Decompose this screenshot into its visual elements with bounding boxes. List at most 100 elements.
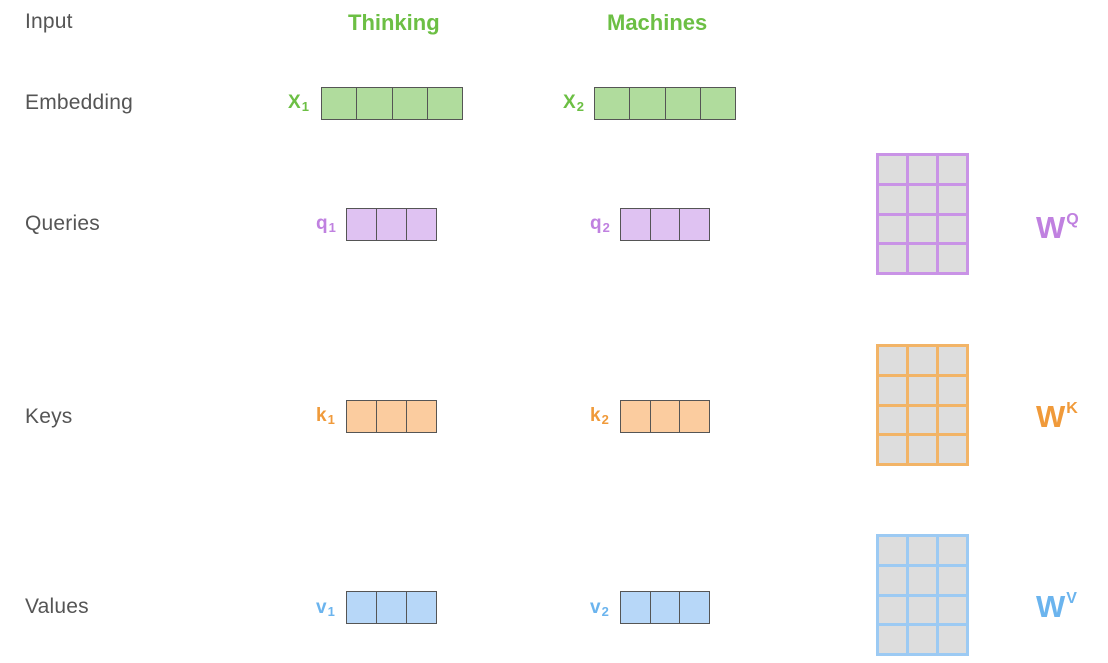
x1-vector (321, 87, 463, 120)
matrix-cell (909, 537, 936, 564)
vector-cell (347, 592, 377, 623)
vector-cell (621, 592, 651, 623)
q2-subscript: 2 (602, 220, 610, 235)
matrix-cell (909, 245, 936, 272)
q1-letter: q (316, 213, 328, 234)
matrix-cell (879, 245, 906, 272)
x2-subscript: 2 (576, 99, 584, 114)
matrix-cell (909, 347, 936, 374)
matrix-cell (939, 347, 966, 374)
matrix-cell (879, 156, 906, 183)
v1-subscript: 1 (327, 604, 335, 619)
k2-letter: k (590, 405, 601, 426)
wk-letter: W (1036, 399, 1066, 434)
matrix-cell (879, 596, 906, 624)
matrix-cell (879, 215, 906, 243)
q2-letter: q (590, 213, 602, 234)
k2-vector (620, 400, 710, 433)
matrix-cell (939, 156, 966, 183)
q1-vector (346, 208, 437, 241)
x2-vector (594, 87, 736, 120)
vector-cell (407, 592, 436, 623)
q1-label: q1 (316, 213, 336, 235)
matrix-cell (909, 596, 936, 624)
vector-cell (377, 401, 407, 432)
input-word-thinking: Thinking (348, 10, 440, 35)
matrix-cell (879, 406, 906, 434)
row-label-values: Values (25, 595, 89, 618)
input-word-machines: Machines (607, 10, 708, 35)
wk-label: WK (1036, 399, 1078, 434)
matrix-cell (879, 436, 906, 463)
q2-vector (620, 208, 710, 241)
matrix-cell (879, 376, 906, 404)
matrix-cell (939, 245, 966, 272)
wq-letter: W (1036, 210, 1066, 245)
vector-cell (680, 401, 709, 432)
row-label-embedding: Embedding (25, 91, 134, 114)
k1-vector (346, 400, 437, 433)
matrix-cell (909, 566, 936, 594)
x2-label: X2 (563, 92, 584, 114)
matrix-cell (909, 436, 936, 463)
vector-cell (651, 592, 681, 623)
wk-matrix (876, 344, 969, 466)
matrix-cell (879, 537, 906, 564)
k1-label: k1 (316, 405, 335, 427)
vector-cell (322, 88, 358, 119)
wq-superscript: Q (1066, 211, 1079, 228)
matrix-cell (939, 185, 966, 213)
vector-cell (651, 401, 681, 432)
wv-matrix (876, 534, 969, 656)
v2-letter: v (590, 597, 601, 618)
matrix-cell (879, 566, 906, 594)
matrix-cell (939, 406, 966, 434)
matrix-cell (939, 376, 966, 404)
wq-label: WQ (1036, 210, 1079, 245)
matrix-cell (939, 215, 966, 243)
v2-label: v2 (590, 597, 609, 619)
wq-matrix (876, 153, 969, 275)
x1-subscript: 1 (301, 99, 309, 114)
k1-subscript: 1 (327, 412, 335, 427)
v1-vector (346, 591, 437, 624)
v1-label: v1 (316, 598, 335, 619)
vector-cell (595, 88, 631, 119)
vector-cell (428, 88, 462, 119)
wv-letter: W (1036, 589, 1066, 624)
vector-cell (680, 592, 709, 623)
vector-cell (393, 88, 428, 119)
v2-subscript: 2 (601, 604, 609, 619)
vector-cell (701, 88, 735, 119)
matrix-cell (879, 185, 906, 213)
row-label-queries: Queries (25, 212, 100, 235)
wv-label: WV (1036, 589, 1077, 624)
k2-subscript: 2 (601, 412, 609, 427)
k1-letter: k (316, 405, 327, 426)
k2-label: k2 (590, 405, 609, 427)
matrix-cell (909, 376, 936, 404)
matrix-cell (939, 596, 966, 624)
vector-cell (621, 401, 651, 432)
matrix-cell (909, 185, 936, 213)
matrix-cell (939, 436, 966, 463)
matrix-cell (909, 215, 936, 243)
matrix-cell (879, 626, 906, 653)
v2-vector (620, 591, 710, 624)
matrix-cell (939, 626, 966, 653)
wk-superscript: K (1066, 400, 1078, 417)
q1-subscript: 1 (328, 220, 336, 235)
matrix-cell (909, 626, 936, 653)
wv-superscript: V (1066, 590, 1077, 607)
vector-cell (621, 209, 651, 240)
matrix-cell (909, 156, 936, 183)
row-label-keys: Keys (25, 405, 73, 428)
row-label-input: Input (25, 10, 73, 33)
vector-cell (377, 209, 407, 240)
x1-label: X1 (288, 93, 309, 114)
matrix-cell (939, 566, 966, 594)
q2-label: q2 (590, 213, 610, 235)
vector-cell (666, 88, 701, 119)
x2-letter: X (563, 92, 576, 113)
vector-cell (357, 88, 393, 119)
